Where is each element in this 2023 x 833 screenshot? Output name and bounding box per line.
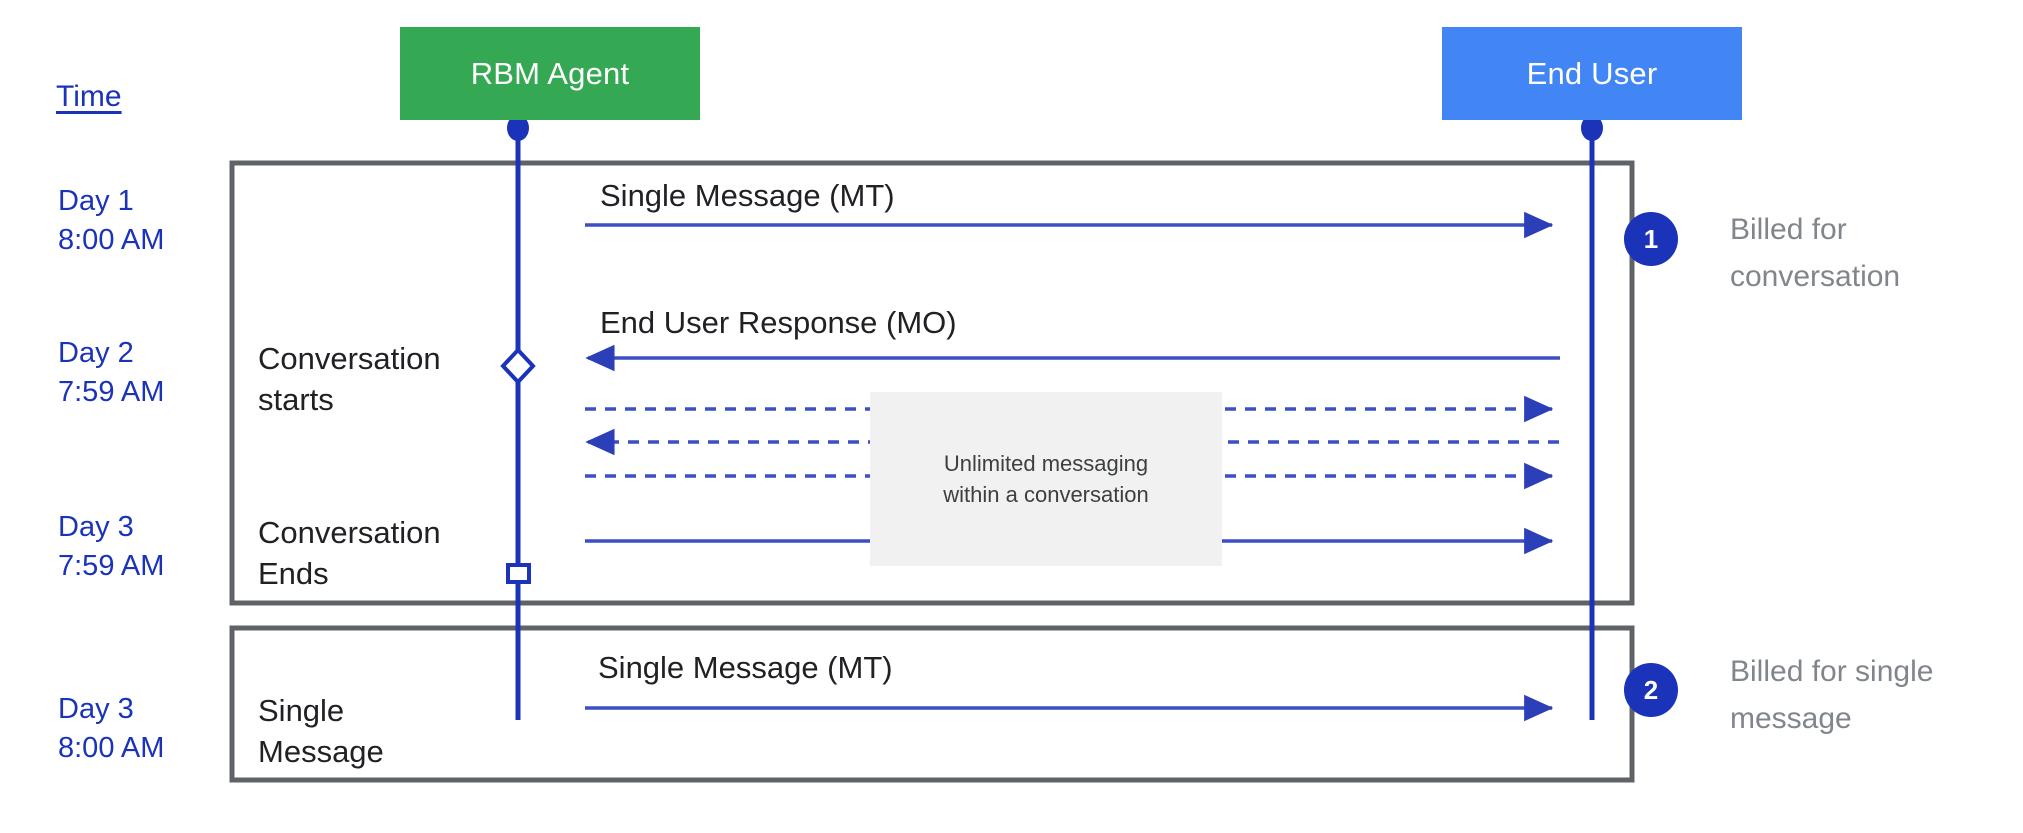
- lifeline-head-end-user: [1581, 115, 1603, 141]
- conversation-frame: [229, 160, 1635, 606]
- single-message-frame: [229, 625, 1635, 783]
- conversation-start-marker: [500, 347, 536, 385]
- actor-rbm-agent[interactable]: RBM Agent: [400, 27, 700, 120]
- billing-annotation-single-message: Billed for single message: [1730, 655, 1934, 735]
- time-entry-day3-800am: Day 3 8:00 AM: [58, 693, 165, 764]
- time-axis-header: Time: [56, 80, 122, 113]
- billing-badge-1: 1: [1624, 212, 1678, 266]
- conversation-end-marker: [506, 563, 531, 584]
- note-unlimited-messaging: Unlimited messaging within a conversatio…: [870, 392, 1222, 566]
- stage-label-single-message: Single Message: [258, 693, 384, 769]
- note-unlimited-messaging-text: Unlimited messaging within a conversatio…: [943, 451, 1149, 507]
- time-entry-day2-759am: Day 2 7:59 AM: [58, 337, 165, 408]
- billing-annotation-conversation: Billed for conversation: [1730, 213, 1901, 293]
- stage-label-conversation-starts: Conversation starts: [258, 341, 441, 417]
- lifeline-head-rbm-agent: [507, 115, 529, 141]
- actor-rbm-agent-label: RBM Agent: [470, 55, 630, 91]
- time-entry-day1-800am: Day 1 8:00 AM: [58, 185, 165, 256]
- message-label-mo-1: End User Response (MO): [600, 305, 957, 340]
- actor-end-user[interactable]: End User: [1442, 27, 1742, 120]
- stage-label-conversation-ends: Conversation Ends: [258, 515, 441, 591]
- billing-badge-2: 2: [1624, 663, 1678, 717]
- actor-end-user-label: End User: [1526, 55, 1658, 91]
- message-label-mt-1: Single Message (MT): [600, 178, 895, 213]
- time-entry-day3-759am: Day 3 7:59 AM: [58, 511, 165, 582]
- message-label-mt-2: Single Message (MT): [598, 650, 893, 685]
